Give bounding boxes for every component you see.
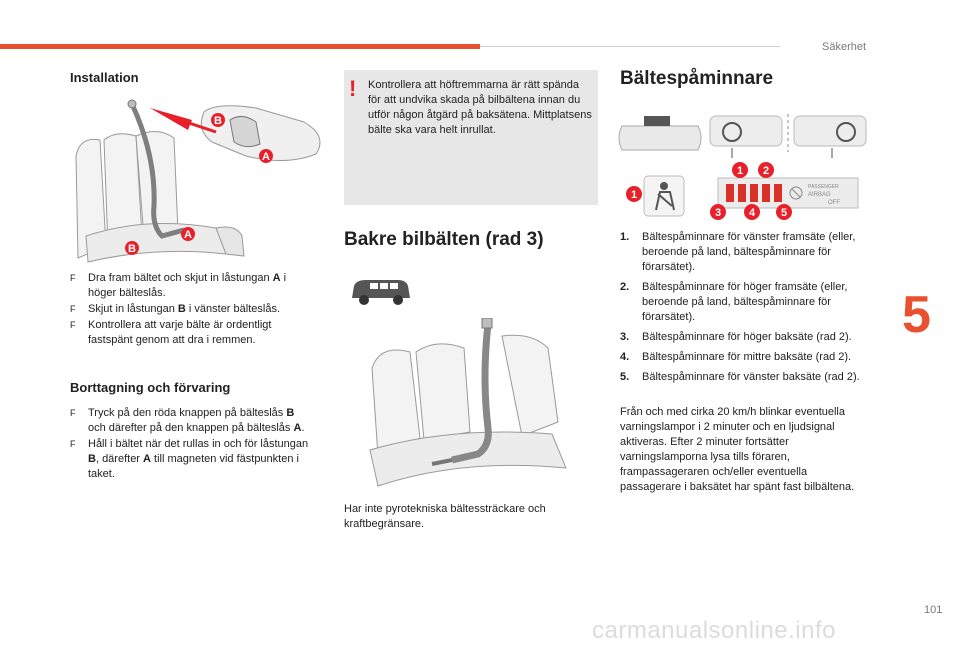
installation-heading: Installation — [70, 70, 139, 85]
reminder-heading: Bältespåminnare — [620, 68, 774, 89]
chapter-number: 5 — [902, 286, 931, 344]
list-item: 2.Bältespåminnare för höger framsäte (el… — [620, 281, 848, 323]
steering-wheel-left-icon — [709, 115, 783, 158]
callout-2: 2 — [763, 165, 769, 177]
svg-text:AIRBAG: AIRBAG — [808, 192, 831, 198]
callout-5: 5 — [781, 207, 787, 219]
callout-a-top: A — [262, 151, 270, 163]
callout-b-bottom: B — [128, 243, 136, 255]
warning-box — [344, 70, 598, 205]
page-number: 101 — [924, 604, 943, 616]
section-name: Säkerhet — [822, 41, 867, 53]
watermark: carmanualsonline.info — [592, 617, 836, 644]
list-item: 3.Bältespåminnare för höger baksäte (rad… — [620, 331, 852, 343]
svg-text:PASSENGER: PASSENGER — [808, 184, 839, 190]
callout-1: 1 — [737, 165, 743, 177]
seatbelt-warning-icon — [643, 175, 685, 217]
reminder-paragraph: Från och med cirka 20 km/h blinkar event… — [620, 406, 855, 493]
list-item: 5.Bältespåminnare för vänster baksäte (r… — [620, 371, 860, 383]
seatbelt-installation-illustration: B A A B — [75, 99, 321, 263]
warning-icon: ! — [349, 76, 357, 101]
instrument-cluster-icon — [618, 116, 702, 151]
reminder-illustration: PASSENGER AIRBAG OFF 1 1 2 3 4 5 — [618, 114, 867, 220]
header-accent-bar — [0, 44, 480, 49]
reminder-list: 1.Bältespåminnare för vänster framsäte (… — [620, 230, 876, 390]
list-item: 1.Bältespåminnare för vänster framsäte (… — [620, 231, 856, 273]
header-rule — [480, 46, 780, 47]
callout-4: 4 — [749, 207, 756, 219]
rear-seat-row3-illustration — [369, 318, 567, 487]
svg-text:OFF: OFF — [828, 200, 840, 206]
callout-1-left: 1 — [631, 189, 637, 201]
list-item: 4.Bältespåminnare för mittre baksäte (ra… — [620, 351, 852, 363]
van-icon — [352, 280, 410, 305]
warning-text: Kontrollera att höftremmarna är rätt spä… — [368, 79, 592, 136]
removal-heading: Borttagning och förvaring — [70, 380, 231, 395]
rear-belts-heading: Bakre bilbälten (rad 3) — [344, 229, 544, 250]
rear-reminder-panel: PASSENGER AIRBAG OFF — [717, 177, 859, 209]
steering-wheel-right-icon — [793, 115, 867, 158]
callout-3: 3 — [715, 207, 721, 219]
callout-a-bottom: A — [184, 229, 192, 241]
rear-belts-note: Har inte pyrotekniska bältessträckare oc… — [344, 503, 546, 530]
callout-b-top: B — [214, 115, 222, 127]
